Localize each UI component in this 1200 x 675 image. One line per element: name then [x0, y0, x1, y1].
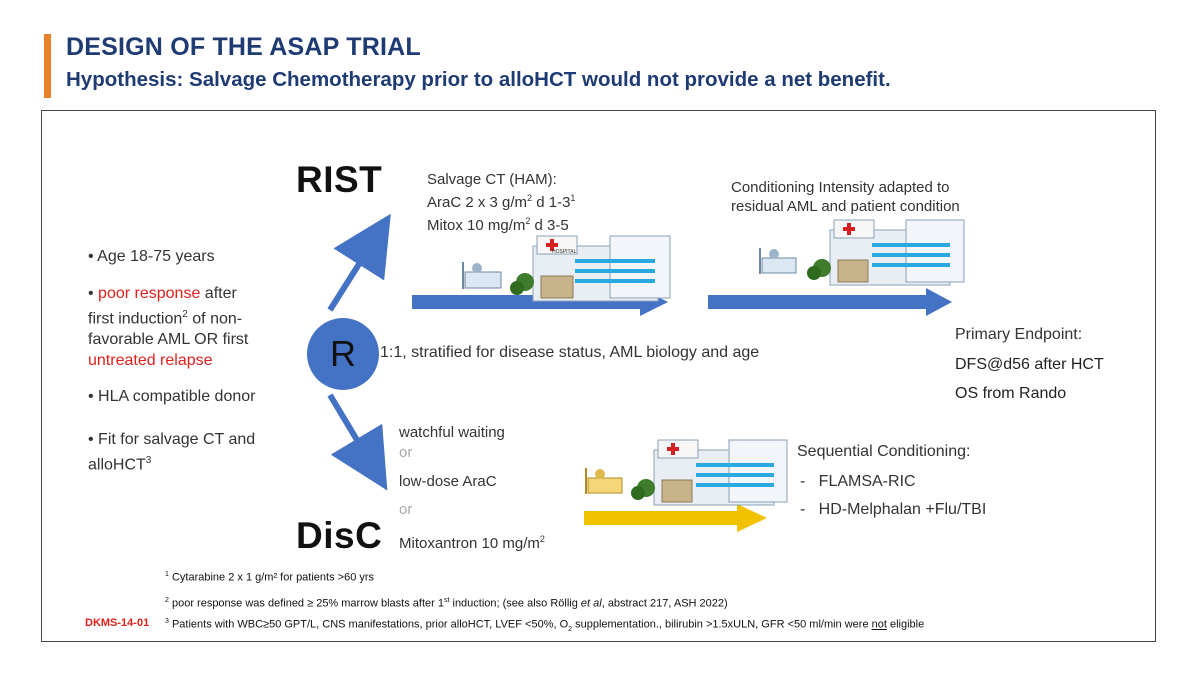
randomization-circle: R	[307, 318, 379, 390]
hospital-sign-text: HOSPITAL	[552, 249, 577, 255]
criterion-poor-response: • poor response after first induction2 o…	[88, 285, 249, 370]
conditioning-intensity-block: Conditioning Intensity adapted to residu…	[731, 179, 960, 215]
sequential-item-flamsa: - FLAMSA-RIC	[800, 473, 916, 490]
footnote-1: 1 Cytarabine 2 x 1 g/m² for patients >60…	[165, 571, 375, 584]
randomization-description: 1:1, stratified for disease status, AML …	[380, 344, 760, 361]
disc-option-low-dose-arac: low-dose AraC	[399, 473, 497, 490]
footnote-2: 2 poor response was defined ≥ 25% marrow…	[165, 597, 728, 610]
primary-endpoint-os: OS from Rando	[955, 385, 1067, 402]
criterion-age: • Age 18-75 years	[88, 248, 215, 265]
untreated-relapse-highlight: untreated relapse	[88, 352, 213, 370]
sequential-conditioning-title: Sequential Conditioning:	[797, 443, 971, 460]
hospital-icon	[759, 219, 965, 286]
hospital-icon	[462, 235, 671, 302]
rist-label: RIST	[296, 159, 383, 200]
criterion-fit: • Fit for salvage CT and alloHCT3	[88, 431, 256, 474]
disc-option-watchful-waiting: watchful waiting	[399, 424, 505, 441]
primary-endpoint-dfs: DFS@d56 after HCT	[955, 356, 1104, 373]
salvage-ct-block: Salvage CT (HAM): AraC 2 x 3 g/m2 d 1-31…	[427, 171, 576, 234]
page-title: DESIGN OF THE ASAP TRIAL	[66, 33, 421, 61]
disc-or-2: or	[399, 501, 413, 518]
arrow-to-rist	[327, 213, 391, 312]
disc-arrow	[584, 504, 767, 532]
footnote-3: 3 Patients with WBC≥50 GPT/L, CNS manife…	[165, 618, 925, 633]
arrow-to-disc	[327, 393, 388, 491]
sequential-item-melphalan: - HD-Melphalan +Flu/TBI	[800, 501, 987, 518]
disc-option-mitoxantron: Mitoxantron 10 mg/m2	[399, 534, 545, 552]
disc-label: DisC	[296, 515, 383, 556]
disc-or-1: or	[399, 444, 413, 461]
primary-endpoint-title: Primary Endpoint:	[955, 326, 1083, 343]
hospital-icon	[585, 439, 788, 506]
poor-response-highlight: poor response	[98, 285, 201, 302]
study-code: DKMS-14-01	[85, 617, 150, 629]
diagram-frame	[41, 110, 1156, 642]
page-subtitle: Hypothesis: Salvage Chemotherapy prior t…	[66, 68, 891, 91]
rist-arrow-2	[708, 288, 952, 316]
title-accent-bar	[44, 34, 51, 98]
criterion-hla: • HLA compatible donor	[88, 388, 256, 405]
